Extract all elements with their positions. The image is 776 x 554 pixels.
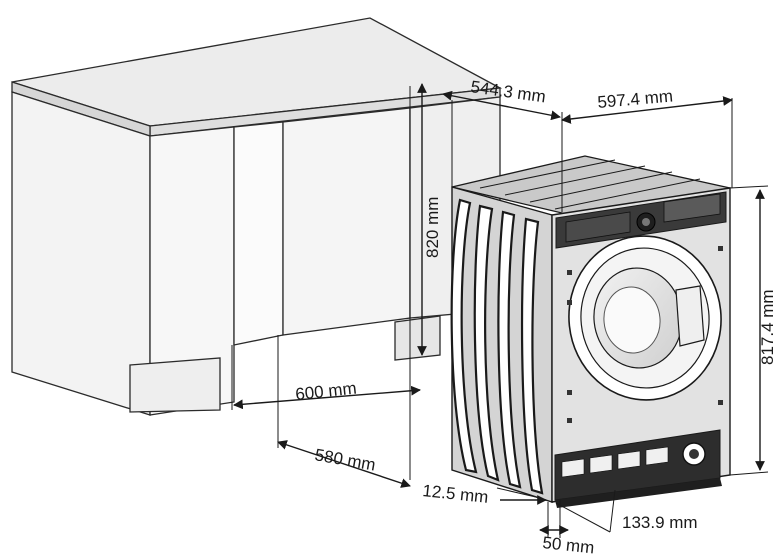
service-vents (561, 446, 669, 478)
label-machine-height: 817.4 mm (758, 289, 776, 365)
door-handle (675, 285, 705, 347)
cabinet-plinth-right (394, 315, 441, 361)
label-door-offset: 133.9 mm (622, 513, 698, 532)
dimension-lines (231, 83, 769, 538)
kitchen-cabinet (11, 17, 503, 416)
door (568, 235, 722, 401)
label-recess-depth: 580 mm (313, 445, 377, 474)
detergent-drawer (565, 211, 631, 243)
hinge-marks (567, 246, 723, 423)
control-display (663, 193, 721, 223)
label-side-offset: 12.5 mm (422, 481, 490, 507)
label-cabinet-height: 820 mm (423, 197, 442, 258)
cabinet-left-side (11, 91, 151, 416)
recess-back-wall (233, 121, 284, 346)
label-cabinet-depth: 600 mm (294, 379, 357, 404)
label-kick-height: 50 mm (542, 533, 596, 554)
washing-machine (450, 155, 731, 508)
machine-feet (555, 478, 722, 508)
side-ribs (450, 198, 544, 495)
recess-right-wall (282, 107, 411, 336)
cabinet-plinth-left (129, 357, 221, 413)
